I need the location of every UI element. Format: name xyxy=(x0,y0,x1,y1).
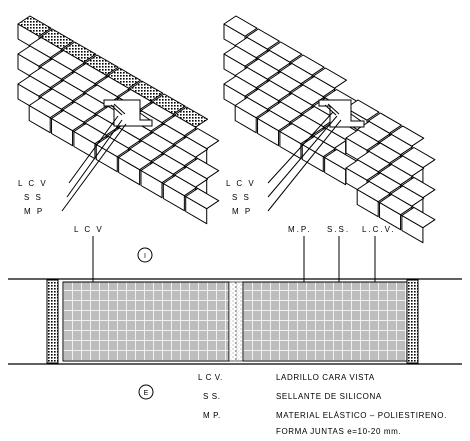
legend-desc-ss: SELLANTE DE SILICONA xyxy=(276,392,382,401)
section-label-ss: S.S. xyxy=(327,225,350,234)
legend-desc-lcv: LADRILLO CARA VISTA xyxy=(276,373,375,382)
right-label-ss: S S xyxy=(232,193,251,202)
exterior-marker: E xyxy=(138,384,154,400)
right-label-lcv: L C V xyxy=(226,179,256,188)
left-column-hatch xyxy=(46,279,59,364)
legend-note: FORMA JUNTAS e=10-20 mm. xyxy=(276,427,401,436)
section-label-lcv: L.C.V. xyxy=(362,225,396,234)
right-column-hatch xyxy=(406,279,419,364)
svg-text:E: E xyxy=(144,390,149,397)
left-brick-section xyxy=(62,281,230,362)
section-label-left-lcv: L C V xyxy=(74,225,104,234)
plan-section xyxy=(8,236,462,365)
legend-abbr-mp: M P. xyxy=(203,411,221,420)
right-wall-isometric xyxy=(223,15,436,244)
left-label-mp: M P xyxy=(24,207,44,216)
right-label-mp: M P xyxy=(232,207,252,216)
legend-desc-mp: MATERIAL ELÁSTICO – POLIESTIRENO. xyxy=(276,411,447,420)
section-label-mp: M.P. xyxy=(288,225,311,234)
legend: L C V. LADRILLO CARA VISTA S S. SELLANTE… xyxy=(198,373,447,436)
left-label-lcv: L C V xyxy=(18,179,48,188)
right-brick-section xyxy=(242,281,408,362)
left-wall-leaders xyxy=(61,115,127,212)
left-wall-isometric xyxy=(17,15,220,225)
joint-material xyxy=(228,281,244,362)
right-wall-leaders xyxy=(267,111,342,212)
legend-abbr-ss: S S. xyxy=(203,392,221,401)
interior-marker: I xyxy=(137,247,153,263)
svg-text:I: I xyxy=(144,253,146,260)
left-label-ss: S S xyxy=(24,193,43,202)
legend-abbr-lcv: L C V. xyxy=(198,373,223,382)
right-joint-detail xyxy=(318,99,365,128)
